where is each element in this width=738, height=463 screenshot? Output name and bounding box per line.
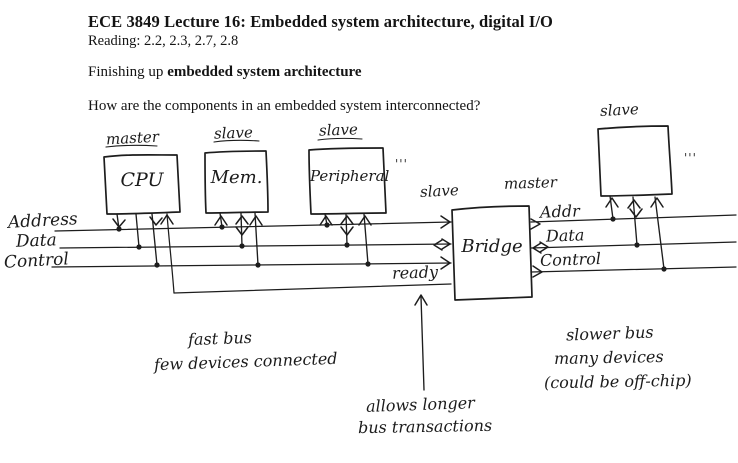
mem-control-stub <box>254 212 259 266</box>
reading-list: Reading: 2.2, 2.3, 2.7, 2.8 <box>88 33 239 49</box>
mem-data-down-arrow <box>235 226 249 236</box>
bus-junction-dot <box>365 261 371 267</box>
right-slave-ellipsis-marks: ''' <box>684 151 697 165</box>
data-bus-line <box>59 243 452 249</box>
right-slave-data-up-arrow <box>627 199 641 209</box>
peripheral-box <box>308 147 387 215</box>
peripheral-box-label: Peripheral <box>310 167 390 185</box>
peripheral-address-up-arrow <box>319 215 333 226</box>
note-arrow-line <box>420 296 425 391</box>
right-slave-control-up-arrow <box>650 197 664 208</box>
data-bus-label: Data <box>15 230 58 252</box>
address-bus-label: Address <box>7 209 79 233</box>
master-underline <box>105 144 158 148</box>
right-slave-role-label: slave <box>599 99 640 121</box>
mem-control-up-arrow <box>249 215 263 226</box>
peripheral-ellipsis-marks: ''' <box>395 157 408 171</box>
question-line: How are the components in an embedded sy… <box>88 98 481 114</box>
right-slave-box <box>597 125 673 197</box>
addr-bus-right-label: Addr <box>539 201 580 222</box>
peripheral-slave-underline <box>317 137 363 141</box>
bus-junction-dot <box>344 242 350 248</box>
finishing-emphasis: embedded system architecture <box>167 64 362 80</box>
bridge-data-right-arrow <box>539 241 549 253</box>
peripheral-role-label: slave <box>318 120 359 140</box>
right-slave-data-down-arrow <box>629 208 643 218</box>
mem-address-up-arrow <box>214 215 228 226</box>
control-bus-line-right <box>530 266 737 273</box>
bus-junction-dot <box>255 262 261 268</box>
mem-slave-underline <box>213 139 260 143</box>
bridge-note-line1: allows longer <box>365 393 476 416</box>
right-slave-control-stub <box>654 196 665 270</box>
bus-junction-dot <box>324 222 330 228</box>
cpu-role-label: master <box>105 127 160 149</box>
bus-junction-dot <box>219 224 225 230</box>
data-bridge-right-arrow <box>441 238 451 250</box>
control-into-bridge-arrow <box>440 256 451 270</box>
bridge-addr-out-arrow <box>530 218 541 230</box>
ready-line-vertical <box>166 213 175 294</box>
data-bridge-left-arrow <box>433 239 443 251</box>
mem-box <box>204 150 269 214</box>
peripheral-data-up-arrow <box>340 215 354 225</box>
mem-data-stub <box>240 212 243 247</box>
ready-into-cpu-up-arrow <box>160 214 174 225</box>
cpu-control-down-arrow <box>149 216 163 226</box>
data-bus-line-right <box>530 241 737 249</box>
cpu-address-down-arrow <box>112 218 126 228</box>
finishing-line: Finishing up embedded system architectur… <box>88 64 362 81</box>
mem-box-label: Mem. <box>210 167 263 188</box>
cpu-box-label: CPU <box>120 169 164 191</box>
bridge-data-left-arrow <box>532 242 542 254</box>
address-bus-line <box>54 221 452 232</box>
control-bus-line <box>51 262 452 268</box>
bridge-note-line2: bus transactions <box>357 415 493 438</box>
bus-junction-dot <box>116 226 122 232</box>
bridge-box-label: Bridge <box>461 236 523 257</box>
control-bus-right-label: Control <box>539 248 602 271</box>
finishing-prefix: Finishing up <box>88 64 168 80</box>
bus-junction-dot <box>239 243 245 249</box>
bus-junction-dot <box>634 242 640 248</box>
address-into-bridge-arrow <box>440 215 451 229</box>
bus-junction-dot <box>661 266 667 272</box>
bus-junction-dot <box>136 244 142 250</box>
right-slave-addr-up-arrow <box>605 197 619 208</box>
note-arrow-up-head <box>414 294 428 306</box>
fast-bus-note-line1: fast bus <box>187 327 253 350</box>
ready-signal-label: ready <box>391 262 439 283</box>
bridge-box <box>451 205 533 301</box>
cpu-box <box>103 153 181 215</box>
cpu-control-stub <box>151 213 158 266</box>
mem-data-up-arrow <box>235 215 249 225</box>
bus-junction-dot <box>610 216 616 222</box>
page-title: ECE 3849 Lecture 16: Embedded system arc… <box>88 12 553 31</box>
control-bus-label: Control <box>3 249 70 273</box>
slow-bus-note-line2: many devices <box>553 347 664 368</box>
bridge-control-out-arrow <box>532 265 543 278</box>
peripheral-data-stub <box>345 213 348 246</box>
right-slave-data-stub <box>632 196 638 246</box>
peripheral-control-stub <box>363 213 369 265</box>
slow-bus-note-line3: (could be off-chip) <box>543 370 692 393</box>
peripheral-data-down-arrow <box>340 226 354 236</box>
bridge-left-role-label: slave <box>419 180 460 202</box>
ready-line-horizontal <box>173 283 452 294</box>
data-bus-right-label: Data <box>545 225 585 246</box>
peripheral-control-up-arrow <box>358 215 372 226</box>
mem-role-label: slave <box>213 123 254 143</box>
bus-junction-dot <box>154 262 160 268</box>
bridge-right-role-label: master <box>503 173 558 193</box>
addr-bus-line-right <box>530 214 737 223</box>
slow-bus-note-line1: slower bus <box>565 322 654 345</box>
cpu-data-stub <box>135 213 140 248</box>
